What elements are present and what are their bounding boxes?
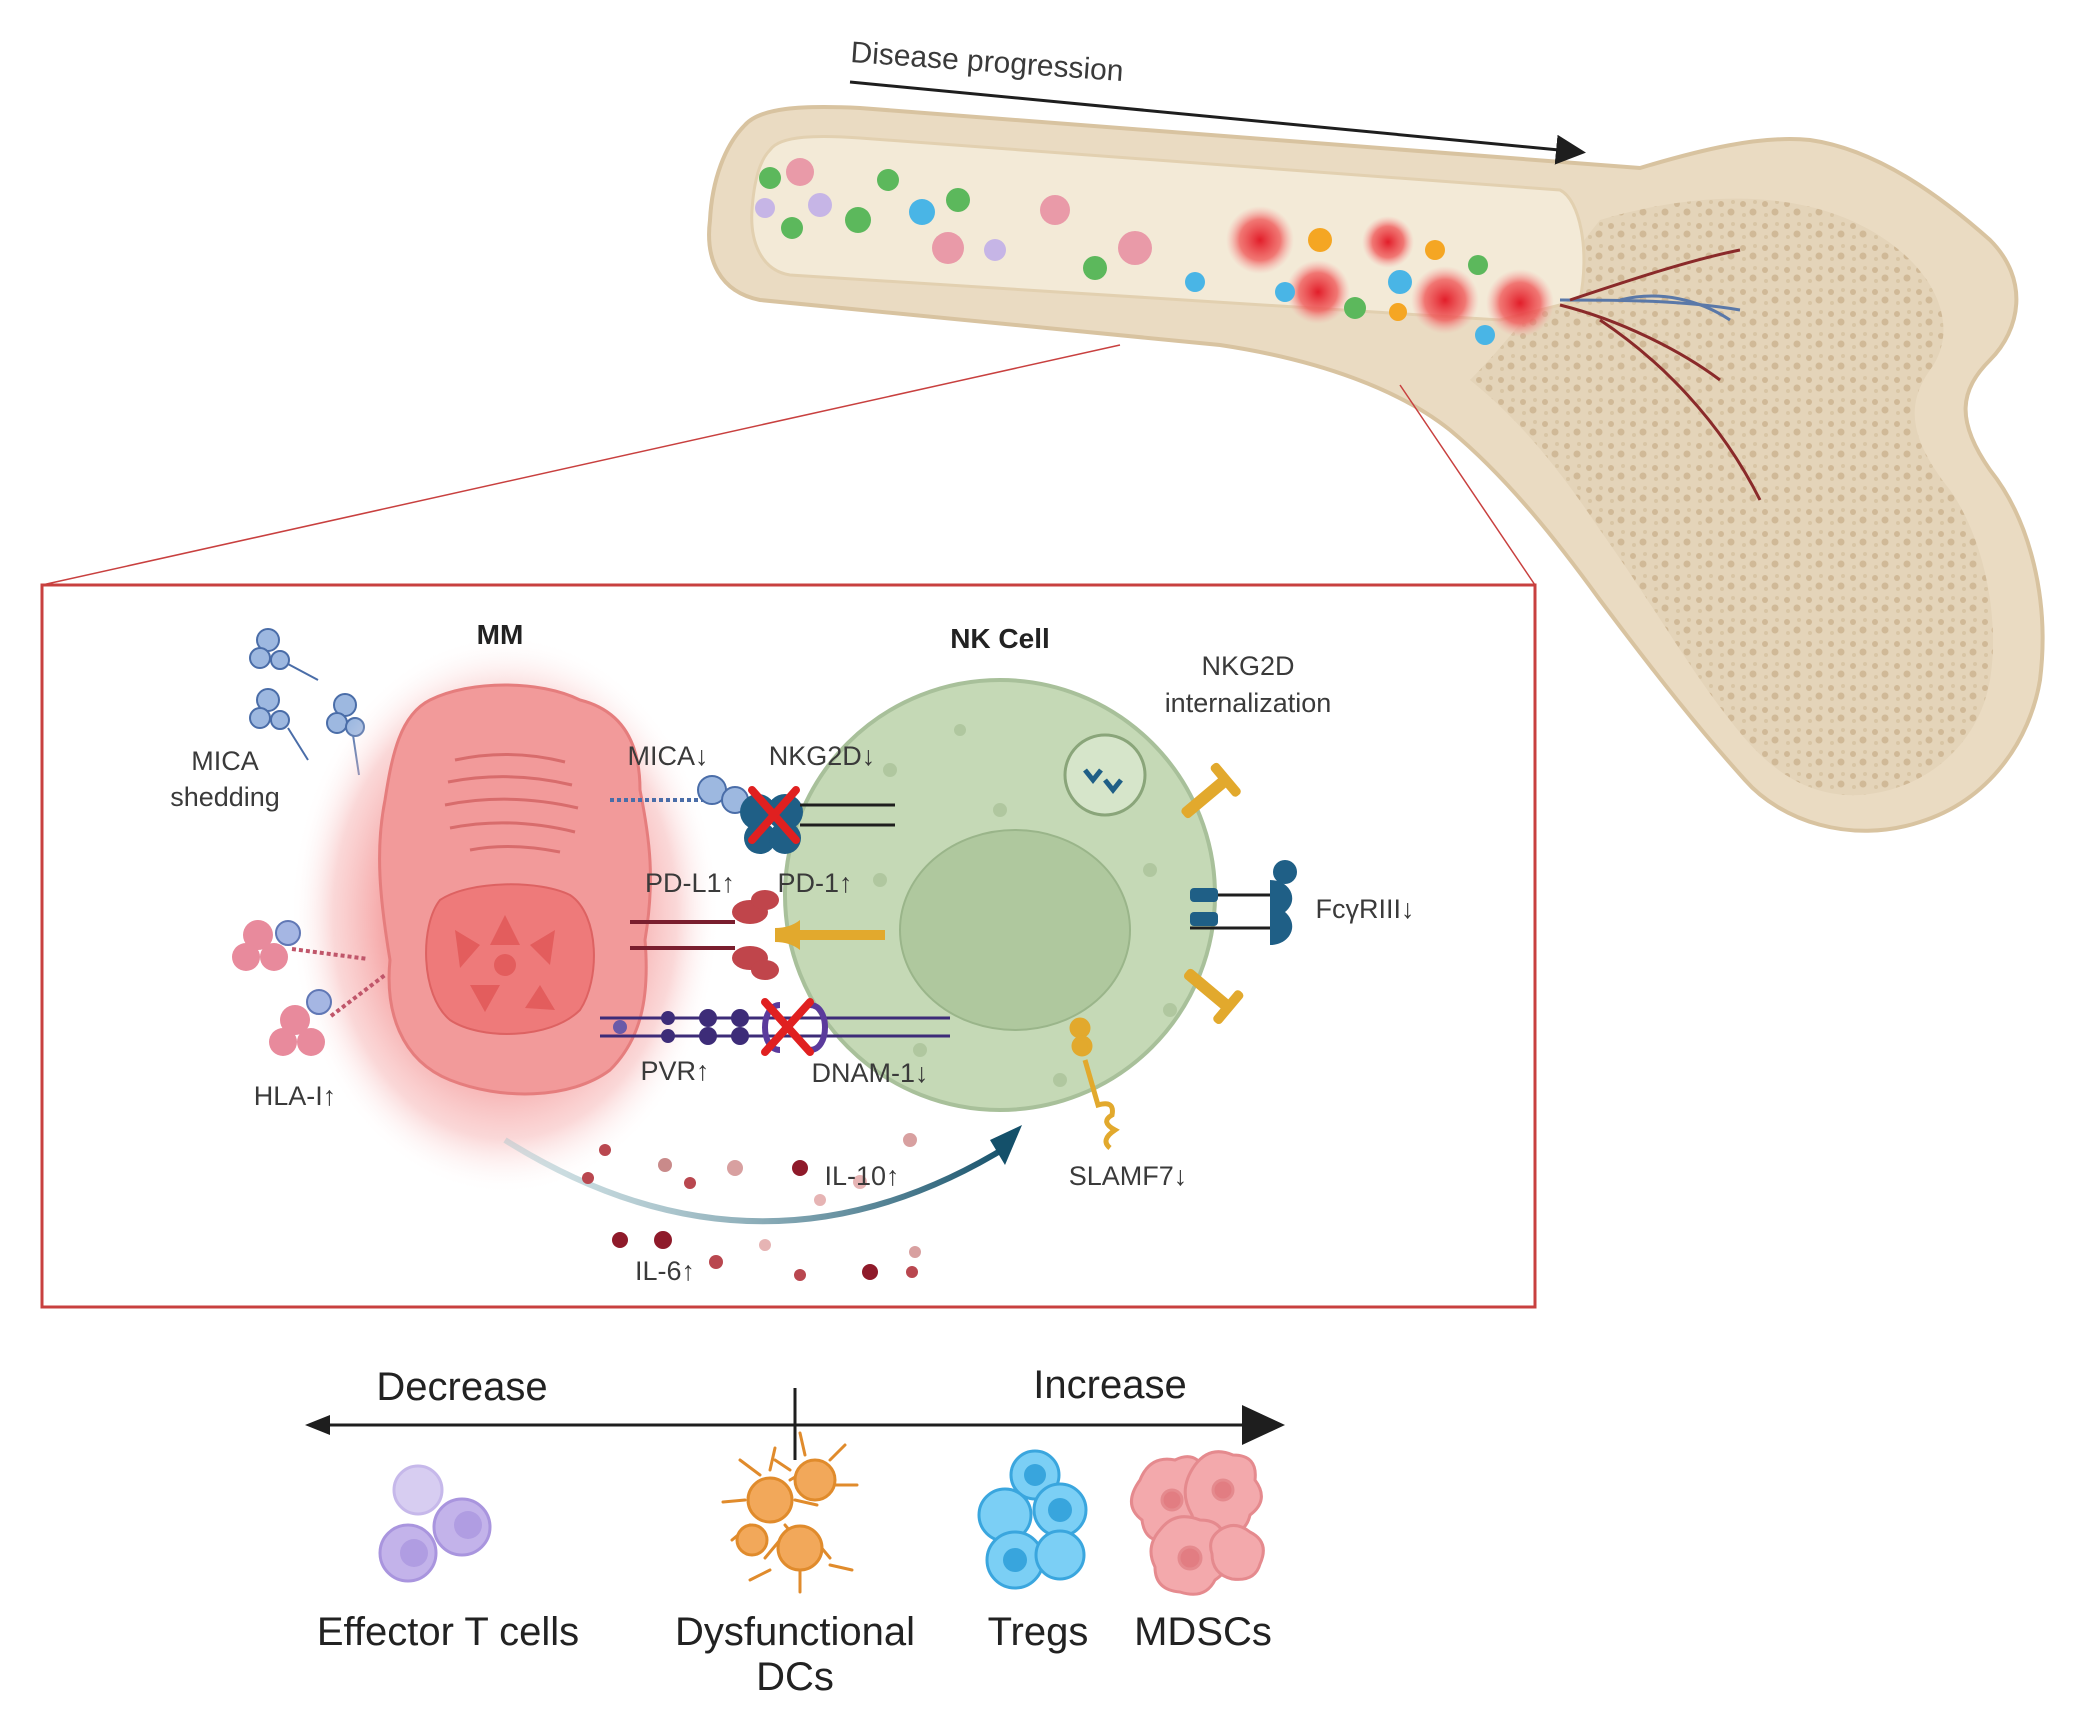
pdl1-label: PD-L1↑	[645, 868, 735, 898]
dcs-label-1: Dysfunctional	[675, 1610, 915, 1654]
mica-shedding-label-1: MICA	[191, 746, 259, 776]
hla-label: HLA-I↑	[254, 1081, 337, 1111]
nkg2d-internalization-label-1: NKG2D	[1201, 651, 1294, 681]
fcgr-label: FcγRIII↓	[1316, 894, 1415, 924]
mdscs-label: MDSCs	[1134, 1610, 1272, 1654]
tregs-icon	[977, 1449, 1088, 1590]
pdl1-pd1-pair	[630, 890, 885, 980]
dysfunctional-dcs-icon	[721, 1431, 859, 1594]
spongy-bone	[1470, 198, 1994, 796]
fcgr-receptor	[1190, 860, 1297, 945]
pvr-dnam1-pair	[600, 998, 950, 1056]
bone-illustration	[707, 105, 2045, 833]
dcs-label-2: DCs	[756, 1655, 834, 1699]
decrease-label: Decrease	[376, 1365, 547, 1409]
increase-label: Increase	[1033, 1363, 1186, 1407]
mica-nkg2d-pair	[610, 775, 895, 854]
tregs-label: Tregs	[988, 1610, 1089, 1654]
effector-label: Effector T cells	[317, 1610, 579, 1654]
blood-vessels	[1559, 248, 1762, 501]
mm-title: MM	[477, 619, 524, 650]
effector-t-cells-icon	[378, 1464, 492, 1583]
il10-label: IL-10↑	[824, 1161, 899, 1191]
marrow-cells	[755, 158, 1554, 345]
mica-label: MICA↓	[628, 741, 709, 771]
nkg2d-vesicle	[1063, 733, 1147, 817]
legend-scale	[305, 1388, 1285, 1460]
mdscs-icon	[1130, 1450, 1265, 1596]
nk-cell	[783, 678, 1217, 1112]
hla-molecules	[232, 920, 387, 1056]
slamf7-receptor	[1069, 1017, 1120, 1150]
block-x-nkg2d	[748, 786, 800, 844]
cytokine-flow	[503, 1125, 1022, 1281]
progression-arrow	[849, 80, 1586, 165]
nkg2d-label: NKG2D↓	[769, 741, 876, 771]
inset-box	[40, 583, 1537, 1309]
nk-surface-receptors	[1069, 762, 1244, 1150]
mm-cell	[290, 635, 720, 1195]
block-x-dnam1	[761, 998, 814, 1056]
il6-label: IL-6↑	[635, 1256, 695, 1286]
pvr-label: PVR↑	[640, 1056, 709, 1086]
pd1-label: PD-1↑	[777, 868, 852, 898]
progression-label: Disease progression	[850, 36, 1125, 88]
zoom-lines	[41, 344, 1536, 586]
dnam1-label: DNAM-1↓	[811, 1058, 928, 1088]
nk-nucleus	[899, 829, 1131, 1031]
nkg2d-internalization-label-2: internalization	[1165, 688, 1332, 718]
mica-shedding-label-2: shedding	[170, 782, 280, 812]
nk-title: NK Cell	[950, 623, 1050, 654]
slamf7-label: SLAMF7↓	[1069, 1161, 1188, 1191]
mm-er-lines	[444, 752, 579, 854]
